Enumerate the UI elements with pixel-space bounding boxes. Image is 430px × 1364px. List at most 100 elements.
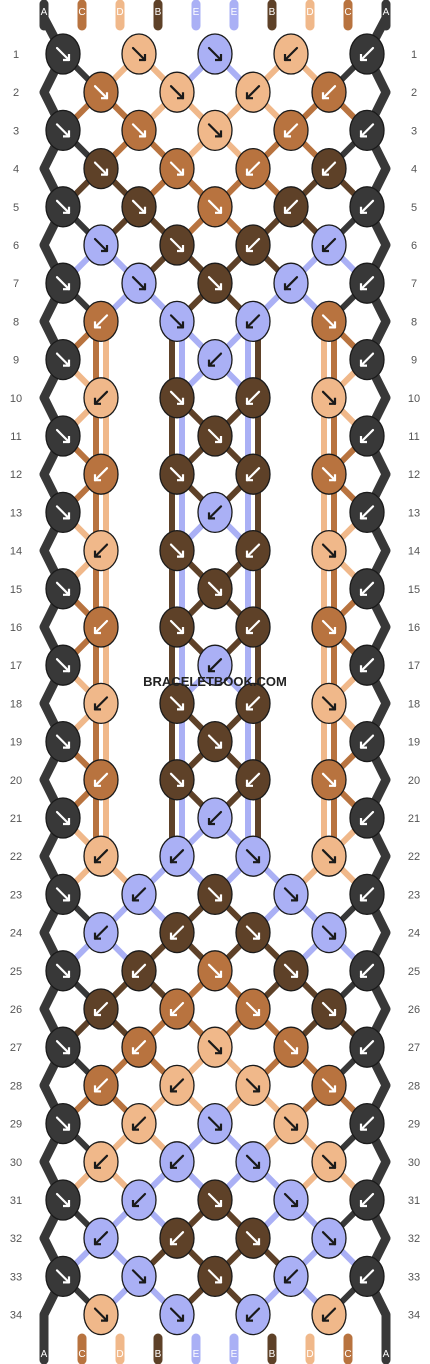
knot	[159, 377, 195, 419]
knot	[197, 33, 233, 75]
knot	[311, 453, 347, 495]
knot	[311, 759, 347, 801]
row-number-right: 28	[408, 1080, 420, 1092]
row-number-left: 3	[13, 125, 19, 137]
knot	[349, 797, 385, 839]
knot	[83, 224, 119, 266]
row-number-right: 25	[408, 966, 420, 978]
knot	[311, 682, 347, 725]
knot	[311, 147, 347, 190]
knot	[83, 606, 119, 648]
knot	[235, 606, 271, 648]
knot	[235, 224, 271, 266]
knot	[83, 300, 119, 343]
top-label: B	[155, 7, 162, 18]
knot	[45, 644, 81, 686]
knot	[121, 950, 157, 992]
top-label: D	[116, 7, 123, 18]
knot	[83, 377, 119, 419]
bottom-label: A	[41, 1349, 48, 1360]
row-number-right: 33	[408, 1271, 420, 1283]
knot	[45, 720, 81, 763]
row-number-left: 29	[10, 1119, 22, 1131]
row-number-left: 30	[10, 1157, 22, 1169]
row-number-left: 14	[10, 546, 22, 558]
knot	[45, 1179, 81, 1221]
knot	[159, 1217, 195, 1259]
knot	[83, 71, 119, 113]
knot	[159, 759, 195, 801]
knot	[349, 1179, 385, 1221]
knot	[159, 682, 195, 725]
knot	[121, 262, 157, 304]
knot	[273, 262, 309, 304]
knot	[45, 1102, 81, 1145]
row-number-right: 1	[411, 49, 417, 61]
row-number-right: 30	[408, 1157, 420, 1169]
row-number-right: 9	[411, 355, 417, 367]
row-number-left: 18	[10, 698, 22, 710]
knot	[273, 873, 309, 916]
knot	[235, 1141, 271, 1183]
row-number-left: 24	[10, 928, 22, 940]
knot	[159, 529, 195, 572]
knot	[273, 1255, 309, 1298]
knot	[349, 568, 385, 610]
bottom-label: C	[344, 1349, 351, 1360]
row-number-left: 32	[10, 1233, 22, 1245]
row-number-left: 28	[10, 1080, 22, 1092]
top-label: A	[383, 7, 390, 18]
top-label: E	[231, 7, 238, 18]
knot	[45, 33, 81, 75]
knot	[45, 950, 81, 992]
knot	[159, 988, 195, 1030]
row-number-left: 34	[10, 1310, 22, 1322]
knot	[45, 109, 81, 152]
row-number-right: 20	[408, 775, 420, 787]
knot	[45, 1255, 81, 1298]
row-number-right: 13	[408, 507, 420, 519]
row-number-left: 1	[13, 49, 19, 61]
bottom-label: D	[116, 1349, 123, 1360]
row-number-right: 6	[411, 240, 417, 252]
knot	[349, 338, 385, 381]
top-label: D	[306, 7, 313, 18]
knot	[45, 262, 81, 304]
bottom-label: B	[155, 1349, 162, 1360]
knot	[349, 109, 385, 152]
bottom-label: E	[193, 1349, 200, 1360]
knot	[197, 720, 233, 763]
knot	[235, 759, 271, 801]
knot	[349, 33, 385, 75]
knot	[121, 1179, 157, 1221]
knot-grid	[45, 33, 385, 1336]
watermark: BRACELETBOOK.COM	[143, 674, 287, 689]
knot	[235, 835, 271, 877]
row-number-left: 22	[10, 851, 22, 863]
knot	[159, 300, 195, 343]
knot	[159, 835, 195, 877]
row-number-right: 27	[408, 1042, 420, 1054]
row-number-right: 8	[411, 316, 417, 328]
knot	[235, 71, 271, 113]
row-number-right: 21	[408, 813, 420, 825]
row-number-left: 33	[10, 1271, 22, 1283]
knot	[159, 147, 195, 190]
knot	[235, 300, 271, 343]
row-number-left: 17	[10, 660, 22, 672]
knot	[197, 109, 233, 152]
row-number-left: 2	[13, 87, 19, 99]
knot	[349, 873, 385, 916]
knot	[349, 262, 385, 304]
knot	[45, 873, 81, 916]
row-number-right: 24	[408, 928, 420, 940]
knot	[197, 415, 233, 457]
knot	[83, 453, 119, 495]
knot	[197, 1179, 233, 1221]
knot	[121, 109, 157, 152]
knot	[273, 1026, 309, 1068]
knot	[235, 988, 271, 1030]
knot	[197, 1102, 233, 1145]
